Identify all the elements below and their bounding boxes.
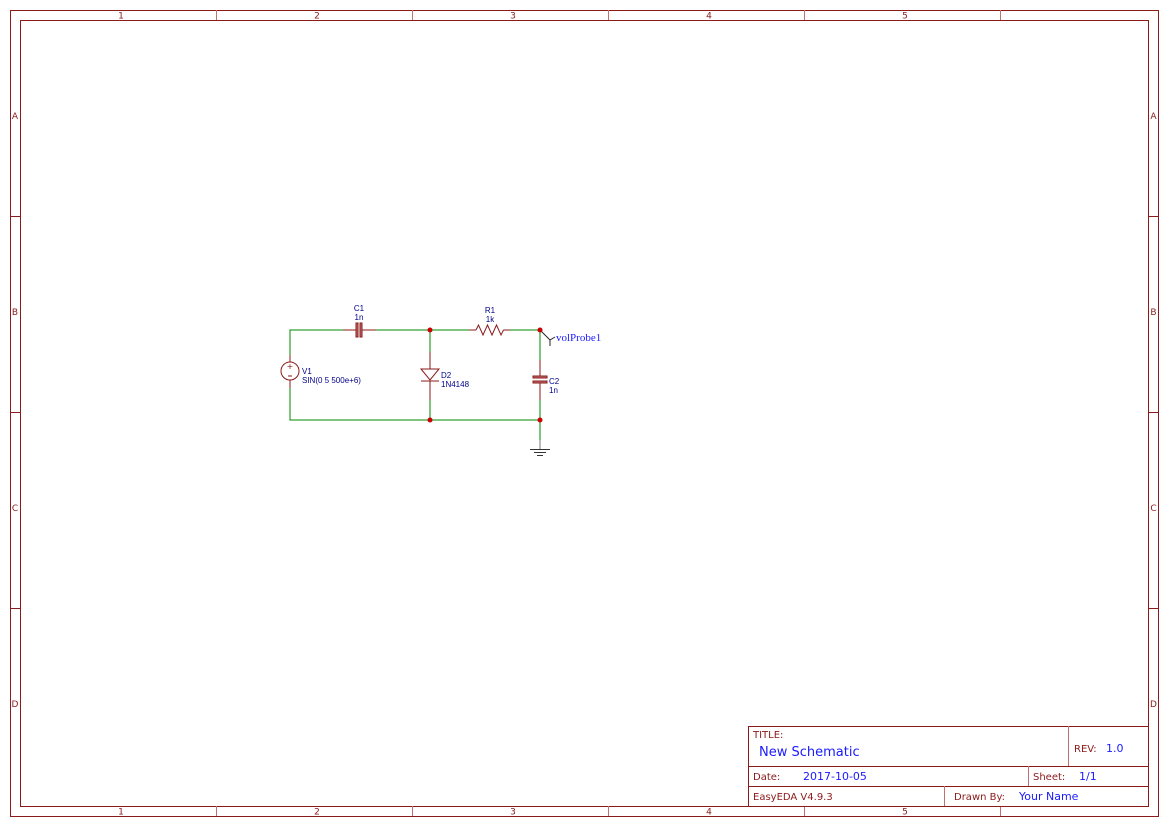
d2-value: 1N4148: [441, 380, 470, 389]
row-label-left-d: D: [12, 700, 19, 710]
d2-designator: D2: [441, 371, 452, 380]
row-label-left-c: C: [12, 504, 18, 514]
title-label: TITLE:: [752, 730, 783, 741]
c2-capacitor-icon[interactable]: [532, 360, 548, 400]
drawn-by-label: Drawn By:: [954, 792, 1005, 803]
column-label-bottom-5: 5: [902, 808, 908, 818]
row-label-right-b: B: [1150, 308, 1156, 318]
column-label-top-4: 4: [706, 12, 712, 22]
row-label-right-c: C: [1150, 504, 1156, 514]
r1-resistor-icon[interactable]: [469, 323, 510, 337]
ground-icon[interactable]: [530, 440, 550, 456]
junction-dot: [427, 417, 433, 423]
title-block: TITLE: New Schematic REV: 1.0 Date: 2017…: [748, 726, 1149, 807]
column-label-bottom-1: 1: [118, 808, 124, 818]
row-label-right-d: D: [1150, 700, 1157, 710]
row-dividers-right: [1148, 216, 1158, 609]
sheet-label: Sheet:: [1033, 772, 1065, 783]
inner-frame: [20, 20, 1149, 807]
c1-capacitor-icon[interactable]: [343, 322, 376, 338]
rev-value: 1.0: [1106, 742, 1124, 755]
junction-dot: [537, 417, 543, 423]
c1-designator: C1: [354, 304, 365, 313]
svg-text:+: +: [287, 362, 294, 371]
column-label-bottom-3: 3: [510, 808, 516, 818]
voltage-probe-icon[interactable]: [539, 329, 556, 346]
column-label-top-1: 1: [118, 12, 124, 22]
c2-value: 1n: [549, 386, 558, 395]
row-label-left-a: A: [12, 112, 19, 122]
row-dividers-left: [10, 216, 20, 609]
junction-dots: [427, 327, 543, 423]
probe-label: volProbe1: [556, 332, 601, 344]
column-dividers-top: [216, 10, 1001, 20]
r1-value: 1k: [486, 315, 495, 324]
c2-designator: C2: [549, 377, 560, 386]
outer-frame: [10, 10, 1159, 817]
date-label: Date:: [753, 772, 780, 783]
column-label-top-3: 3: [510, 12, 516, 22]
v1-value: SIN(0 5 500e+6): [302, 376, 361, 385]
d2-diode-icon[interactable]: [419, 352, 441, 400]
v1-designator: V1: [302, 367, 312, 376]
column-label-top-2: 2: [314, 12, 320, 22]
rev-label: REV:: [1074, 744, 1097, 755]
column-label-bottom-4: 4: [706, 808, 712, 818]
wires: [289, 329, 541, 440]
circuit: + V1 SIN(0 5 500e+6) C1 1n R1 1k D2: [280, 304, 601, 456]
junction-dot: [427, 327, 433, 333]
c1-value: 1n: [355, 313, 364, 322]
column-label-top-5: 5: [902, 12, 908, 22]
drawn-by-value: Your Name: [1018, 790, 1079, 803]
v1-voltage-source-icon[interactable]: +: [280, 355, 300, 388]
junction-dot: [537, 327, 543, 333]
column-label-bottom-2: 2: [314, 808, 320, 818]
row-label-right-a: A: [1150, 112, 1157, 122]
sheet-value: 1/1: [1079, 770, 1097, 783]
r1-designator: R1: [485, 306, 496, 315]
column-dividers-bottom: [216, 806, 1001, 816]
title-value: New Schematic: [759, 745, 860, 760]
software-version: EasyEDA V4.9.3: [753, 792, 833, 803]
date-value: 2017-10-05: [803, 770, 867, 783]
row-label-left-b: B: [12, 308, 18, 318]
